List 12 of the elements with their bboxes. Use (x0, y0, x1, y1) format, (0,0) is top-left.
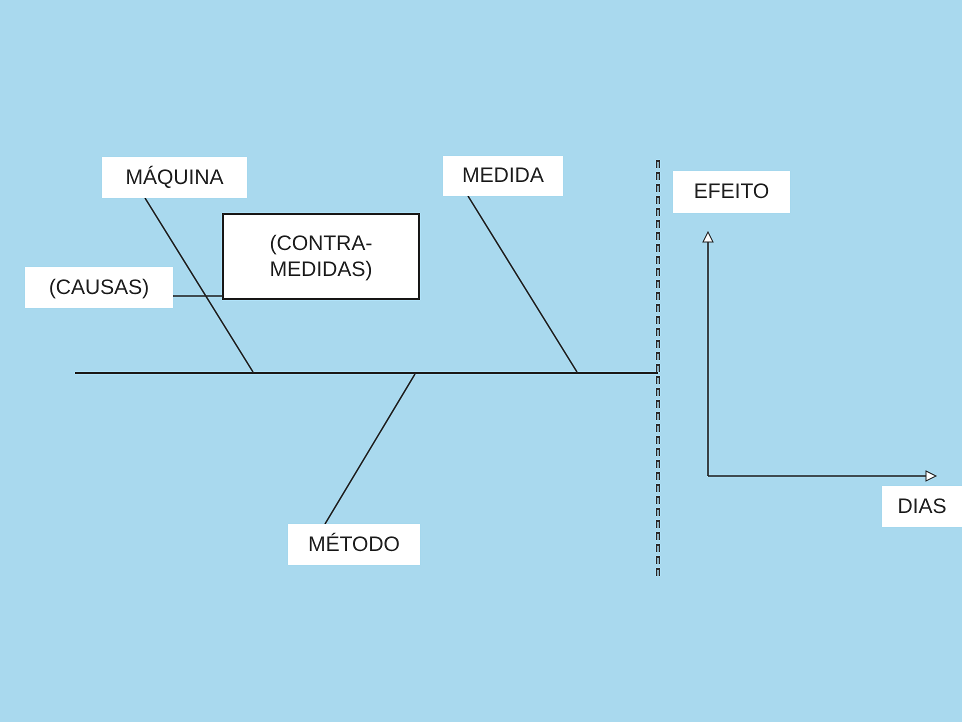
category-label: (CAUSAS) (25, 267, 173, 308)
category-label: MÁQUINA (102, 157, 247, 198)
category-label: MEDIDA (443, 156, 563, 196)
countermeasure-box: (CONTRA- MEDIDAS) (222, 213, 420, 300)
bone-line (144, 198, 254, 372)
bone-line (173, 295, 222, 297)
axis-label: EFEITO (673, 171, 790, 213)
category-label: MÉTODO (288, 524, 420, 565)
spine-line (75, 372, 658, 374)
bone-line (467, 196, 578, 372)
bone-line (324, 374, 416, 524)
axis-label: DIAS (882, 486, 962, 527)
